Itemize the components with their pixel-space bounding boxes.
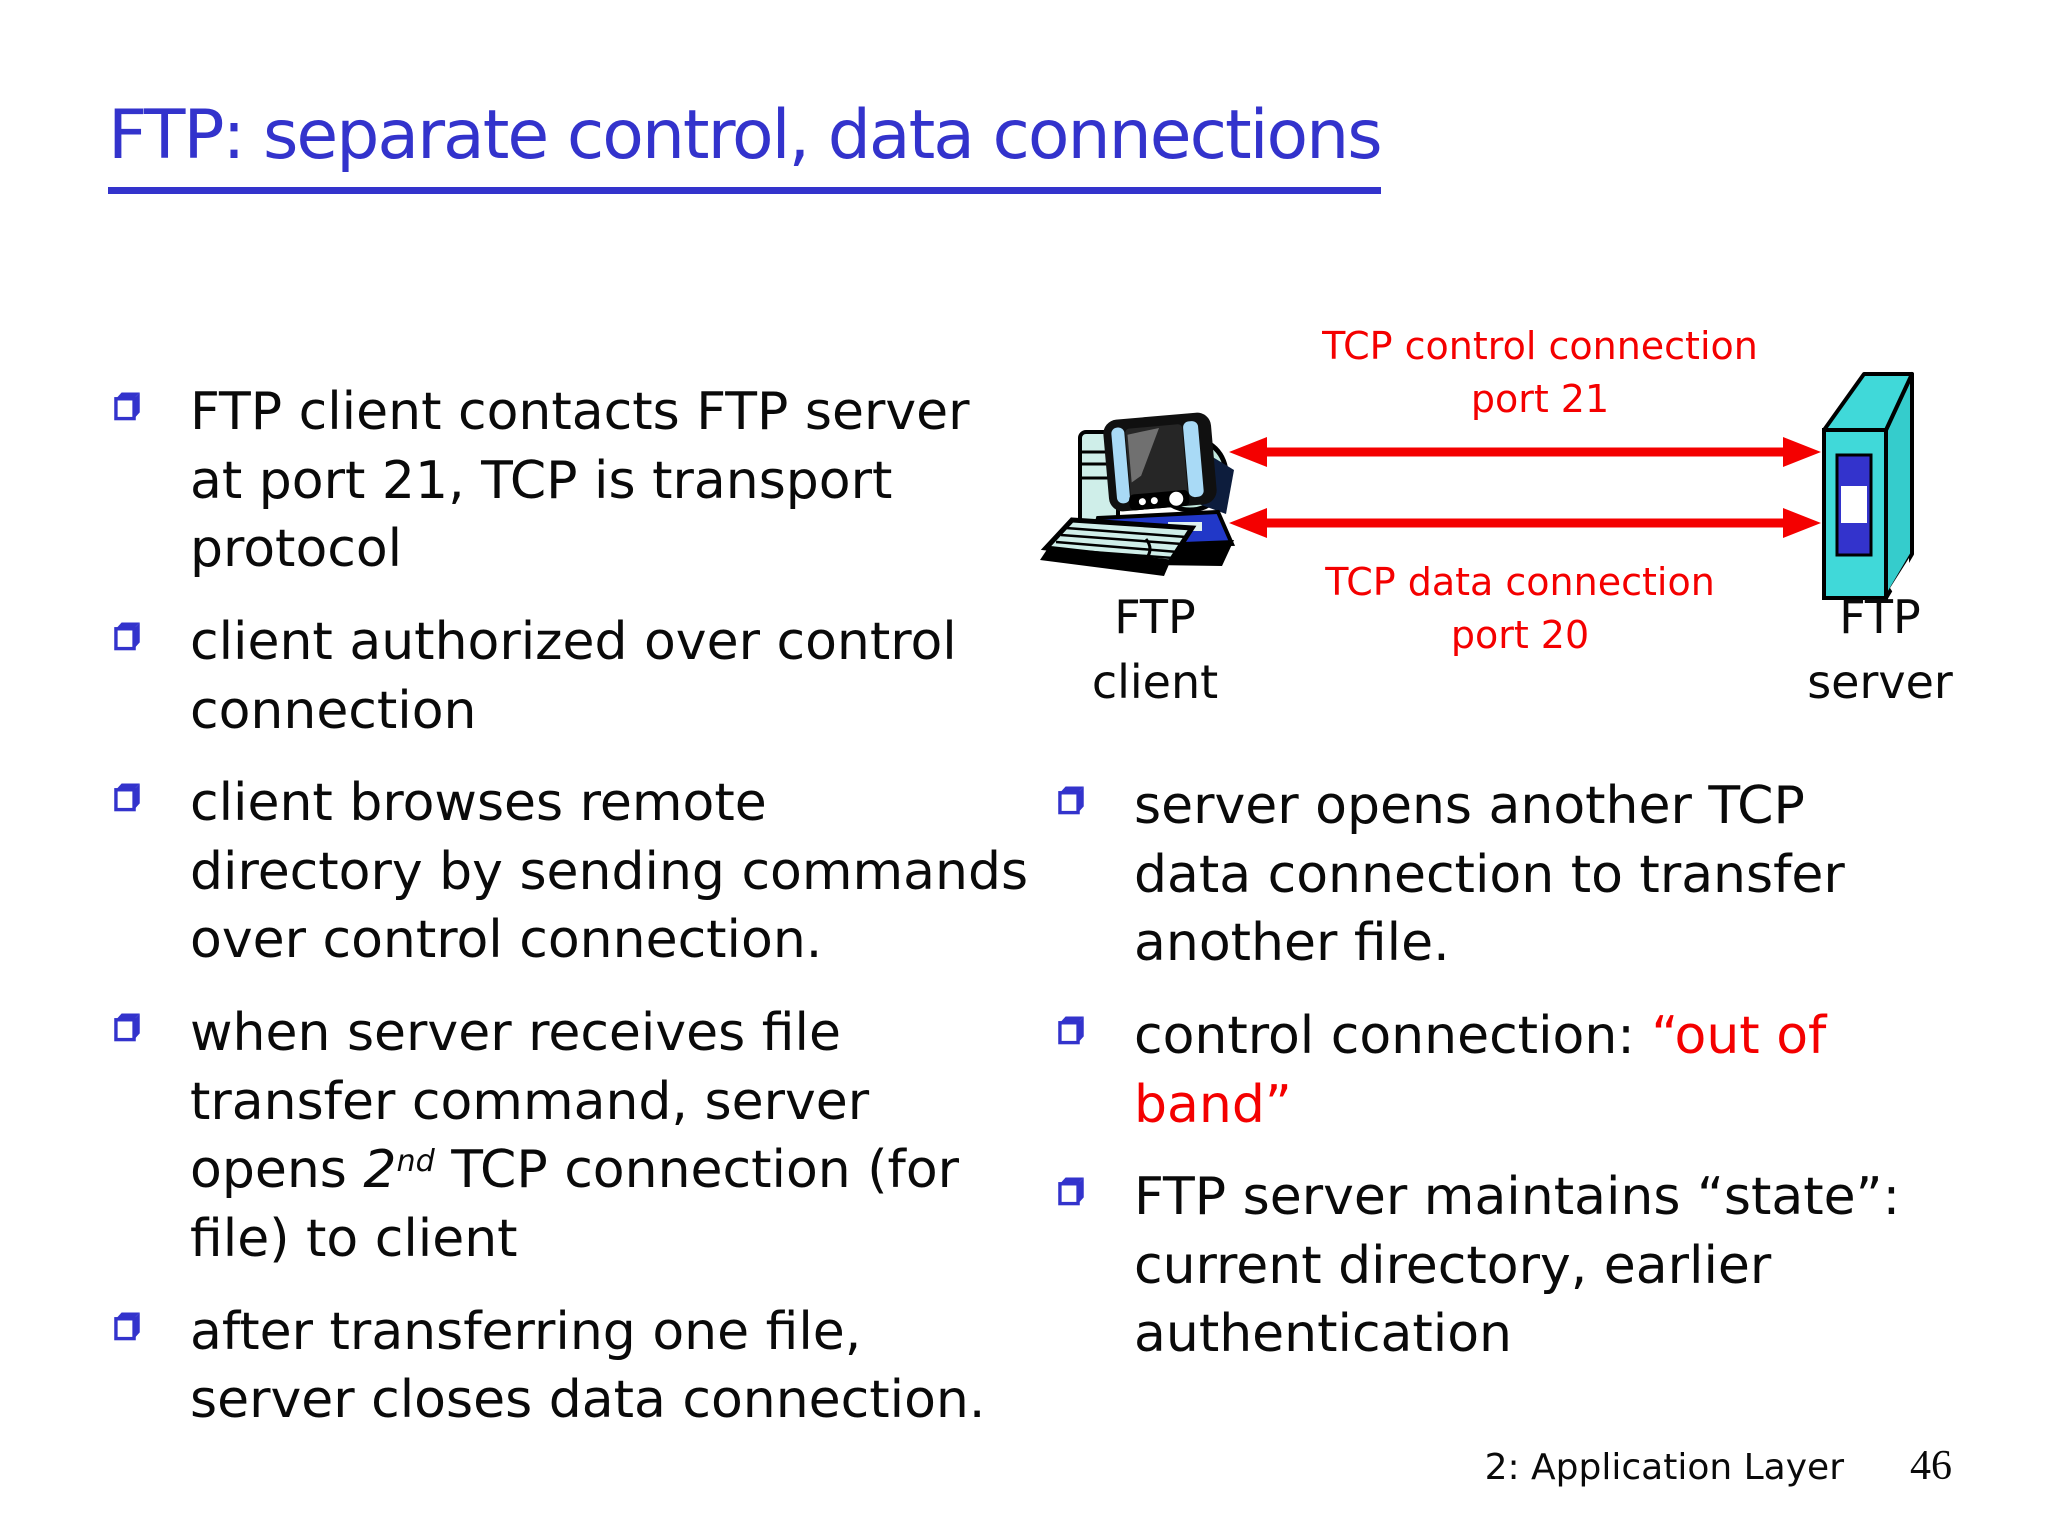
bullet-square-icon: [1058, 786, 1084, 815]
control-connection-port: port 21: [1470, 377, 1610, 422]
control-connection-label: TCP control connection port 21: [1240, 320, 1840, 426]
bullet-square-icon: [114, 392, 140, 421]
ftp-server-label-line2: server: [1807, 655, 1953, 710]
bullet-square-icon: [114, 1312, 140, 1340]
footer: 2: Application Layer 46: [1485, 1442, 1952, 1490]
control-connection-arrow: [1229, 437, 1821, 467]
bullet-square-icon: [114, 783, 140, 812]
ftp-server-label: FTP server: [1780, 585, 1980, 716]
connection-arrows: [1229, 437, 1821, 538]
bullet-item: FTP server maintains “state”:current dir…: [1052, 1163, 2042, 1369]
ftp-server-label-line1: FTP: [1839, 590, 1921, 644]
footer-section-label: 2: Application Layer: [1484, 1447, 1844, 1488]
bullet-text: FTP server maintains “state”:current dir…: [1134, 1167, 1901, 1365]
page-title: FTP: separate control, data connections: [108, 96, 1383, 194]
bullet-item: after transferring one file,server close…: [108, 1298, 1058, 1435]
bullet-square-icon: [114, 622, 140, 651]
data-connection-line1: TCP data connection: [1325, 560, 1715, 604]
page-number: 46: [1910, 1443, 1952, 1489]
ftp-client-label: FTP client: [1055, 585, 1255, 716]
bullet-text: after transferring one file,server close…: [190, 1301, 986, 1431]
data-connection-arrow: [1229, 508, 1821, 538]
data-connection-port: port 20: [1450, 613, 1590, 658]
control-connection-line1: TCP control connection: [1322, 324, 1758, 368]
bullet-square-icon: [114, 1013, 140, 1042]
server-tower-icon: [1822, 372, 1914, 600]
bullet-square-icon: [1058, 1177, 1084, 1206]
ftp-client-label-line1: FTP: [1114, 590, 1196, 644]
bullet-square-icon: [1058, 1016, 1084, 1045]
ftp-client-label-line2: client: [1091, 655, 1219, 710]
desktop-computer-icon: [1040, 412, 1236, 576]
data-connection-label: TCP data connection port 20: [1215, 556, 1825, 662]
